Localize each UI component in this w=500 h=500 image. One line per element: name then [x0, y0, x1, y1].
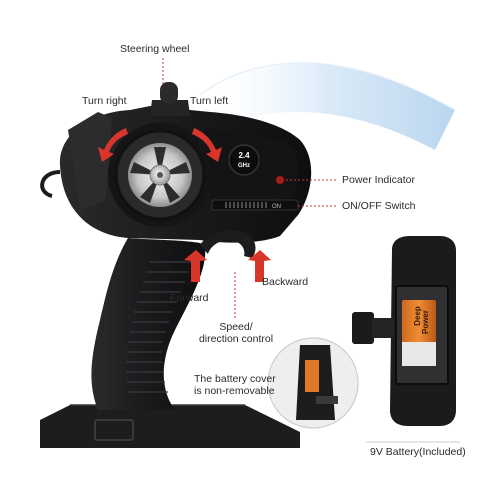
left-side-panel — [68, 112, 112, 210]
label-backward: Backward — [262, 276, 309, 288]
direction-arrows — [98, 128, 271, 282]
label-speed-line2: direction control — [198, 333, 274, 345]
grip-ridges — [126, 261, 192, 393]
frequency-badge-value: 2.4 — [238, 151, 250, 160]
label-battery-cover-line2: is non-removable — [194, 385, 275, 397]
controller-base — [40, 405, 300, 448]
antenna — [160, 82, 178, 104]
label-speed-control: Speed/ direction control — [186, 321, 286, 345]
battery-brand-deep: Deep — [413, 306, 422, 326]
battery-side-clip — [352, 312, 374, 344]
nine-volt-battery: Deep Power — [402, 300, 436, 366]
turn-right-arrow-icon — [98, 128, 128, 162]
battery-brand-power: Power — [421, 310, 430, 334]
label-turn-left: Turn left — [190, 95, 229, 107]
label-power-indicator: Power Indicator — [342, 174, 415, 186]
base-slot — [94, 419, 134, 441]
forward-arrow-icon — [184, 250, 207, 282]
magnified-battery — [305, 360, 319, 392]
frequency-badge: 2.4 GHz — [228, 144, 260, 176]
background-arc-edge — [199, 62, 456, 111]
switch-on-text: ON — [272, 204, 281, 210]
magnified-latch — [316, 396, 338, 404]
battery-cover-magnifier — [267, 337, 359, 429]
lanyard-loop — [40, 170, 61, 198]
label-speed-line1: Speed/ — [219, 321, 253, 333]
power-indicator-light — [275, 175, 285, 185]
throttle-trigger — [200, 229, 256, 258]
label-battery-included: 9V Battery(Included) — [370, 446, 466, 458]
label-battery-cover: The battery cover is non-removable — [194, 373, 276, 397]
turn-left-arrow-icon — [192, 128, 222, 162]
controller: 2.4 GHz ON — [40, 82, 312, 448]
battery-compartment: Deep Power — [352, 236, 456, 426]
controller-grip — [91, 238, 206, 410]
on-off-switch: ON — [211, 199, 299, 211]
label-steering-wheel: Steering wheel — [120, 43, 190, 55]
backward-arrow-icon — [248, 250, 271, 282]
label-on-off-switch: ON/OFF Switch — [342, 200, 416, 212]
label-turn-right: Turn right — [82, 95, 127, 107]
frequency-badge-unit: GHz — [238, 163, 250, 169]
battery-hinge — [372, 318, 394, 338]
label-forward: Forward — [170, 292, 209, 304]
leader-lines — [162, 58, 338, 318]
label-battery-cover-line1: The battery cover — [194, 373, 276, 385]
antenna-base — [150, 100, 190, 116]
background-arc — [200, 62, 455, 150]
steering-wheel — [108, 123, 212, 227]
